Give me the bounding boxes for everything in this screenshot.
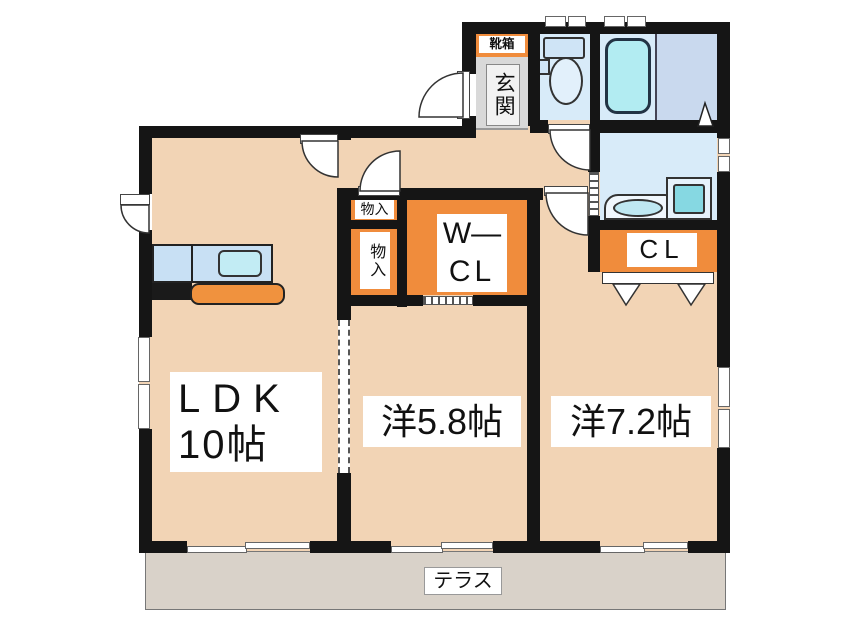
room-7-2-label: 洋7.2帖 bbox=[551, 396, 711, 447]
sliding-window bbox=[391, 546, 443, 553]
wall-segment bbox=[528, 22, 540, 126]
terrace-area bbox=[145, 551, 726, 610]
terrace-label: テラス bbox=[424, 567, 502, 595]
wall-segment bbox=[588, 133, 600, 172]
wall-segment bbox=[588, 230, 600, 272]
sliding-window bbox=[441, 542, 493, 549]
wall-segment bbox=[527, 188, 540, 541]
wall-segment bbox=[310, 541, 391, 553]
walk-in-closet-line2: CL bbox=[448, 255, 496, 288]
wall-segment bbox=[337, 191, 351, 320]
wall-segment bbox=[688, 541, 730, 553]
wall-segment bbox=[473, 295, 527, 306]
window bbox=[718, 156, 730, 172]
wall-segment bbox=[493, 541, 600, 553]
wall-segment bbox=[397, 195, 407, 307]
window bbox=[718, 138, 730, 154]
kitchen-counter-divider bbox=[191, 244, 193, 283]
wall-segment bbox=[139, 429, 152, 553]
ldk-size: 10帖 bbox=[178, 423, 269, 467]
wall-segment bbox=[717, 448, 730, 553]
walk-in-closet-sliding-door bbox=[423, 296, 473, 305]
wall-segment bbox=[139, 541, 187, 553]
shoe-box-label: 靴箱 bbox=[479, 36, 525, 53]
washroom-sliding-door bbox=[589, 172, 599, 216]
window bbox=[718, 409, 730, 448]
window bbox=[138, 337, 150, 382]
window bbox=[138, 384, 150, 429]
closet-folding-door-bar bbox=[602, 272, 714, 284]
wall-segment bbox=[462, 22, 476, 74]
toilet-door-leaf bbox=[548, 124, 590, 134]
toilet-bowl-icon bbox=[549, 57, 583, 105]
wall-segment bbox=[530, 120, 548, 133]
wall-segment bbox=[462, 116, 476, 138]
wall-segment bbox=[139, 126, 152, 194]
wall-segment bbox=[351, 220, 397, 229]
partition-hatched-wall bbox=[338, 320, 350, 473]
storage-lower-label: 物入 bbox=[360, 232, 390, 289]
entrance-step-line bbox=[476, 128, 528, 130]
wall-segment bbox=[139, 230, 152, 337]
ldk-top-door-leaf bbox=[300, 134, 338, 144]
window bbox=[568, 16, 586, 27]
sliding-window bbox=[187, 546, 247, 553]
wall-segment bbox=[717, 22, 730, 138]
ldk-name: LDK bbox=[178, 377, 292, 421]
bedroom-7-2-door-leaf bbox=[544, 186, 588, 196]
wall-segment bbox=[351, 295, 423, 306]
kitchen-sink-icon bbox=[218, 250, 262, 277]
wall-segment bbox=[717, 172, 730, 367]
front-door-leaf bbox=[457, 71, 470, 119]
kitchen-base-cabinet bbox=[152, 283, 192, 300]
window bbox=[718, 367, 730, 407]
washing-machine-drum-icon bbox=[673, 184, 705, 214]
room-5-8-label: 洋5.8帖 bbox=[363, 396, 521, 447]
toilet-tank-icon bbox=[543, 37, 585, 59]
kitchen-lower-counter bbox=[190, 283, 285, 305]
sliding-window bbox=[643, 542, 688, 549]
wall-segment bbox=[337, 126, 351, 140]
entrance-label: 玄関 bbox=[486, 64, 520, 126]
sliding-window bbox=[600, 546, 645, 553]
sliding-window bbox=[245, 542, 310, 549]
wall-segment bbox=[590, 22, 600, 132]
window bbox=[627, 16, 646, 27]
closet-label: CL bbox=[627, 233, 697, 267]
walk-in-closet-label: W— CL bbox=[437, 214, 507, 292]
wall-segment bbox=[139, 126, 476, 138]
walk-in-closet-line1: W— bbox=[442, 217, 502, 250]
wall-segment bbox=[590, 120, 730, 133]
ldk-label: LDK 10帖 bbox=[170, 372, 322, 472]
window bbox=[604, 16, 625, 27]
sink-basin-icon bbox=[613, 199, 663, 217]
bathroom-divider bbox=[655, 34, 657, 120]
wall-segment bbox=[337, 473, 351, 541]
storage-upper-label: 物入 bbox=[355, 200, 394, 219]
window bbox=[545, 16, 566, 27]
bathroom-right-section bbox=[656, 34, 717, 120]
ldk-left-door-leaf bbox=[120, 194, 150, 205]
bathtub-icon bbox=[605, 38, 651, 114]
hall-door-leaf bbox=[358, 186, 400, 196]
wall-segment bbox=[588, 220, 730, 230]
